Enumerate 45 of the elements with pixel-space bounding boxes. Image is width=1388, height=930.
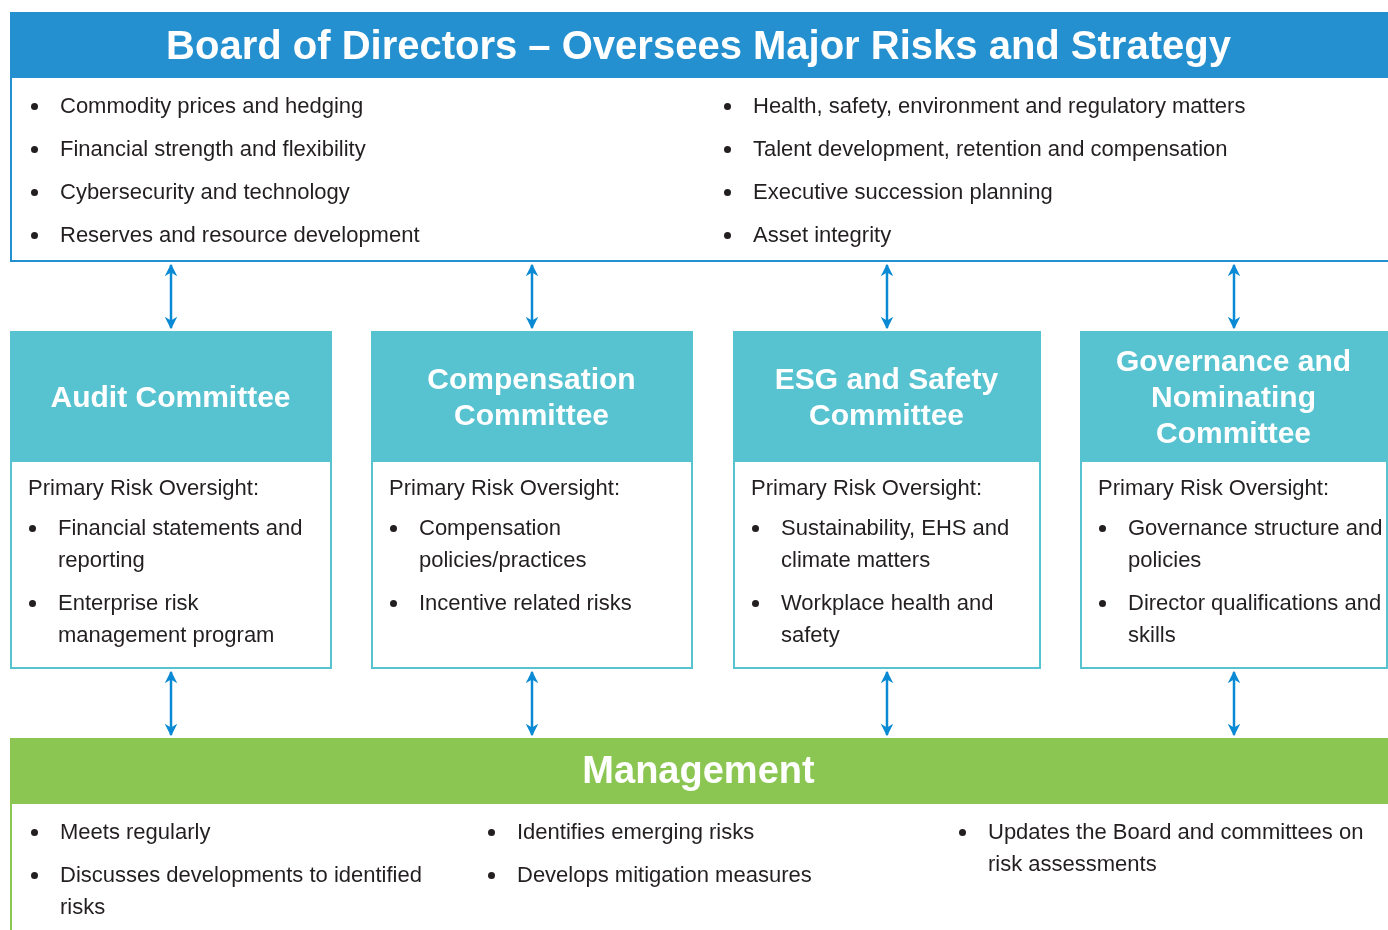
committee-box xyxy=(1080,331,1388,669)
committee-box xyxy=(10,331,332,669)
committee-header: ESG and Safety Committee xyxy=(732,331,1041,462)
bullet-item: Reserves and resource development xyxy=(14,219,694,251)
bullet-item: Meets regularly xyxy=(14,816,469,848)
bullet-item: Compensation policies/practices xyxy=(373,512,691,576)
bullet-item: Governance structure and policies xyxy=(1082,512,1388,576)
subheading: Primary Risk Oversight: xyxy=(28,474,260,502)
bullet-item: Financial strength and flexibility xyxy=(14,133,694,165)
bullet-item: Financial statements and reporting xyxy=(12,512,330,576)
bullet-item: Cybersecurity and technology xyxy=(14,176,694,208)
double-arrow xyxy=(880,263,894,330)
committee-header: Governance and Nominating Committee xyxy=(1079,331,1388,462)
committee-header: Compensation Committee xyxy=(370,331,693,462)
management-header: Management xyxy=(9,738,1388,804)
double-arrow xyxy=(525,263,539,330)
subheading: Primary Risk Oversight: xyxy=(1098,474,1330,502)
bullet-item: Workplace health and safety xyxy=(735,587,1039,651)
bullet-item: Enterprise risk management program xyxy=(12,587,330,651)
bullet-item: Discusses developments to identified risks xyxy=(14,859,469,923)
bullet-item: Sustainability, EHS and climate matters xyxy=(735,512,1039,576)
bullet-item: Executive succession planning xyxy=(707,176,1387,208)
bullet-item: Asset integrity xyxy=(707,219,1387,251)
double-arrow xyxy=(164,263,178,330)
double-arrow xyxy=(880,670,894,737)
double-arrow xyxy=(525,670,539,737)
bullet-item: Talent development, retention and compensation xyxy=(707,133,1387,165)
subheading: Primary Risk Oversight: xyxy=(751,474,983,502)
bullet-item: Director qualifications and skills xyxy=(1082,587,1388,651)
bullet-item: Identifies emerging risks xyxy=(471,816,926,848)
committee-box xyxy=(371,331,693,669)
subheading: Primary Risk Oversight: xyxy=(389,474,621,502)
bullet-item: Updates the Board and committees on risk assessments xyxy=(942,816,1382,880)
double-arrow xyxy=(1227,670,1241,737)
board-box xyxy=(10,12,1388,262)
double-arrow xyxy=(1227,263,1241,330)
board-header: Board of Directors – Oversees Major Risks and Strategy xyxy=(9,12,1388,78)
bullet-item: Incentive related risks xyxy=(373,587,691,619)
committee-box xyxy=(733,331,1041,669)
management-box xyxy=(10,738,1388,930)
bullet-item: Commodity prices and hedging xyxy=(14,90,694,122)
committee-header: Audit Committee xyxy=(9,331,332,462)
bullet-item: Develops mitigation measures xyxy=(471,859,926,891)
bullet-item: Health, safety, environment and regulatory matters xyxy=(707,90,1387,122)
double-arrow xyxy=(164,670,178,737)
